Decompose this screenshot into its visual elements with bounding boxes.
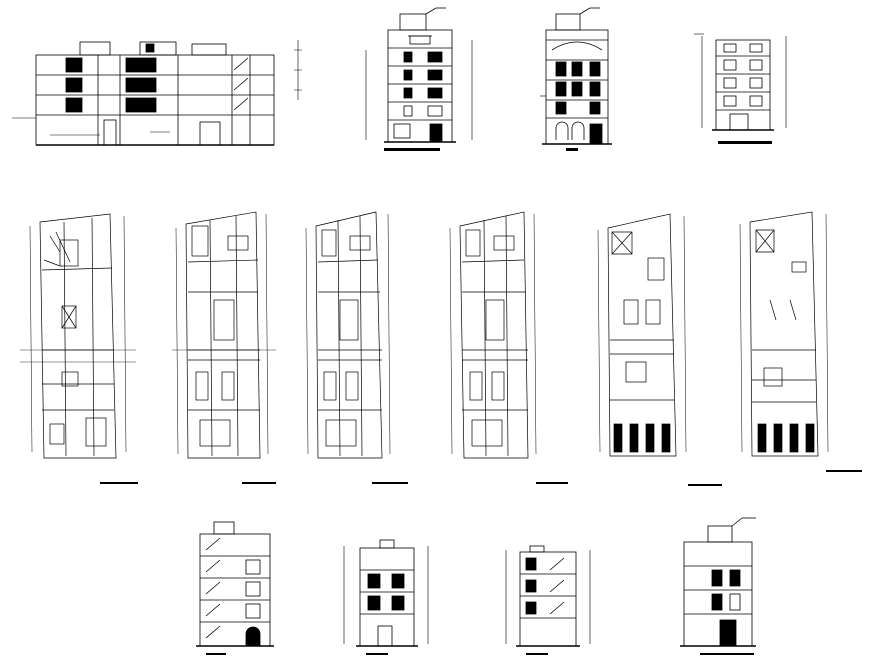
floor-plan-6-roof xyxy=(739,211,862,472)
rear-elevation xyxy=(694,33,787,144)
floor-plan-1 xyxy=(20,213,138,484)
floor-plan-3 xyxy=(305,211,408,484)
floor-plan-5-parking xyxy=(597,213,722,486)
side-section-elevation xyxy=(12,40,302,146)
section-a-stair xyxy=(196,521,274,655)
front-elevation-b xyxy=(540,7,612,151)
floor-plan-4 xyxy=(449,211,568,484)
section-b xyxy=(343,539,429,655)
floor-plan-2 xyxy=(172,211,276,484)
section-c xyxy=(505,545,591,655)
front-elevation-a xyxy=(365,7,473,151)
section-d xyxy=(680,517,756,655)
